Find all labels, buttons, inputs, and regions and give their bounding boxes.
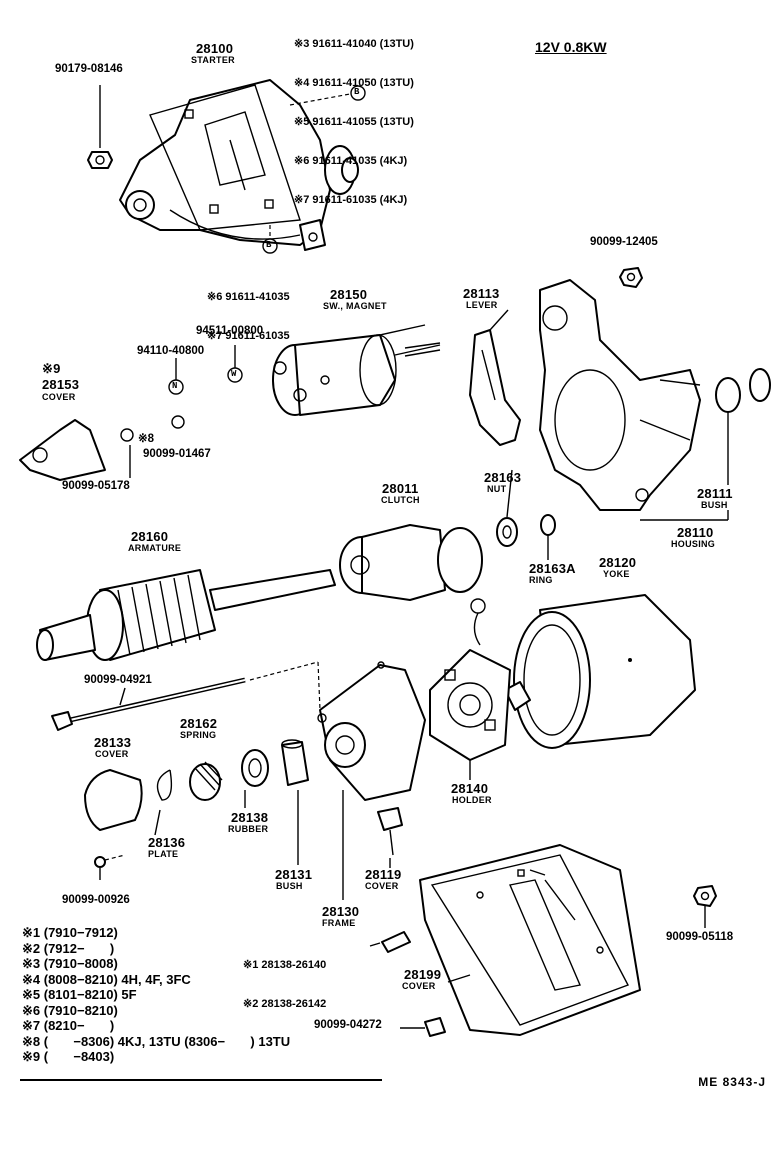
part-name-label: FRAME: [322, 918, 356, 928]
part-name-label: CLUTCH: [381, 495, 420, 505]
cover-plate-drawing: [419, 844, 641, 1036]
part-number-label: 28120: [599, 555, 637, 570]
legend-item: ※2 (7912− ): [22, 940, 115, 956]
housing-drawing: [539, 279, 701, 511]
part-name-label: YOKE: [603, 569, 630, 579]
callout-b-bottom: B: [266, 240, 272, 250]
part-name-label: ARMATURE: [128, 543, 182, 553]
callout-n: N: [172, 381, 178, 391]
part-name-label: COVER: [402, 981, 436, 991]
diagram-code: ME 8343-J: [698, 1075, 766, 1089]
part-name-label: PLATE: [148, 849, 179, 859]
part-name-label: COVER: [95, 749, 129, 759]
top-reference-list: ※3 91611-41040 (13TU) ※4 91611-41050 (13…: [294, 12, 414, 233]
part-number-label: 28131: [275, 867, 313, 882]
part-number-label: 28150: [330, 287, 368, 302]
part-name-label: HOUSING: [671, 539, 716, 549]
legend-item: ※9 ( −8403): [22, 1049, 115, 1064]
rubber-variant-item: ※2 28138-26142: [243, 998, 327, 1010]
legend-item: ※3 (7910−8008): [22, 956, 118, 971]
part-name-label: BUSH: [276, 881, 303, 891]
yoke-drawing: [513, 594, 696, 749]
top-reference-item: ※3 91611-41040 (13TU): [294, 38, 414, 50]
part-number-label: 28133: [94, 735, 132, 750]
top-reference-item: ※4 91611-41050 (13TU): [294, 77, 414, 89]
frame-drawing: [317, 661, 426, 801]
top-reference-item: ※7 91611-61035 (4KJ): [294, 194, 408, 206]
part-number-label: 28153: [42, 377, 80, 392]
part-number-label: 28163A: [529, 561, 576, 576]
part-name-label: SW., MAGNET: [323, 301, 387, 311]
part-number-label: 90099-04272: [314, 1019, 382, 1031]
part-number-label: 90099-05118: [666, 931, 734, 943]
part-number-label: 28138: [231, 810, 269, 825]
part-name-label: HOLDER: [452, 795, 492, 805]
part-number-label: 90099-00926: [62, 894, 130, 906]
part-number-label: 28111: [697, 486, 733, 501]
part-number-label: 90179-08146: [55, 63, 123, 75]
magnet-switch-drawing: [272, 324, 441, 416]
bottom-reference-item: ※6 91611-41035: [207, 291, 290, 303]
part-number-label: 28011: [382, 481, 419, 496]
part-number-label: 90099-01467: [143, 448, 211, 460]
part-number-label: 94110-40800: [137, 345, 205, 357]
legend-item: ※4 (8008−8210) 4H, 4F, 3FC: [22, 971, 191, 987]
legend-item: ※5 (8101−8210) 5F: [22, 987, 137, 1002]
part-number-label: 28199: [404, 967, 442, 982]
top-reference-item: ※6 91611-41035 (4KJ): [294, 155, 408, 167]
brush-holder-drawing: [429, 649, 511, 761]
part-star-label: ※9: [42, 361, 61, 376]
callout-b-top: B: [354, 87, 360, 97]
part-number-label: 28162: [180, 716, 218, 731]
legend-item: ※1 (7910−7912): [22, 925, 118, 940]
part-number-label: 90099-05178: [62, 480, 130, 492]
legend-item: ※8 ( −8306) 4KJ, 13TU (8306− ) 13TU: [22, 1033, 291, 1049]
part-name-label: NUT: [487, 484, 507, 494]
bottom-reference-item: ※7 91611-61035: [207, 330, 290, 342]
rubber-variant-item: ※1 28138-26140: [243, 959, 327, 971]
bottom-reference-list: ※6 91611-41035 ※7 91611-61035: [207, 265, 290, 369]
armature-drawing: [36, 569, 336, 661]
rubber-variant-list: ※1 28138-26140 ※2 28138-26142: [243, 933, 326, 1037]
callout-w: W: [231, 369, 237, 379]
part-number-label: 28113: [463, 286, 500, 301]
part-number-label: 94511-00800: [196, 325, 264, 337]
production-date-legend: ※1 (7910−7912) ※2 (7912− ) ※3 (7910−8008…: [22, 925, 290, 1065]
part-number-label: 28119: [365, 867, 402, 882]
part-name-label: BUSH: [701, 500, 728, 510]
voltage-power-spec: 12V 0.8KW: [535, 39, 607, 55]
part-name-label: RING: [529, 575, 553, 585]
part-number-label: 28136: [148, 835, 186, 850]
part-number-label: 28100: [196, 41, 234, 56]
part-name-label: STARTER: [191, 55, 235, 65]
part-star-label: ※8: [138, 433, 155, 445]
top-reference-item: ※5 91611-41055 (13TU): [294, 116, 414, 128]
starter-assembly-drawing: [119, 79, 359, 251]
part-name-label: COVER: [365, 881, 399, 891]
part-name-label: LEVER: [466, 300, 498, 310]
part-number-label: 28160: [131, 529, 169, 544]
part-number-label: 28140: [451, 781, 489, 796]
part-name-label: SPRING: [180, 730, 217, 740]
part-number-label: 28110: [677, 525, 714, 540]
part-number-label: 28130: [322, 904, 360, 919]
part-number-label: 90099-04921: [84, 674, 152, 686]
part-name-label: RUBBER: [228, 824, 269, 834]
clutch-drawing: [339, 524, 483, 601]
legend-item: ※6 (7910−8210): [22, 1002, 118, 1018]
part-number-label: 90099-12405: [590, 236, 658, 248]
legend-item: ※7 (8210− ): [22, 1018, 115, 1033]
part-number-label: 28163: [484, 470, 522, 485]
part-name-label: COVER: [42, 392, 76, 402]
